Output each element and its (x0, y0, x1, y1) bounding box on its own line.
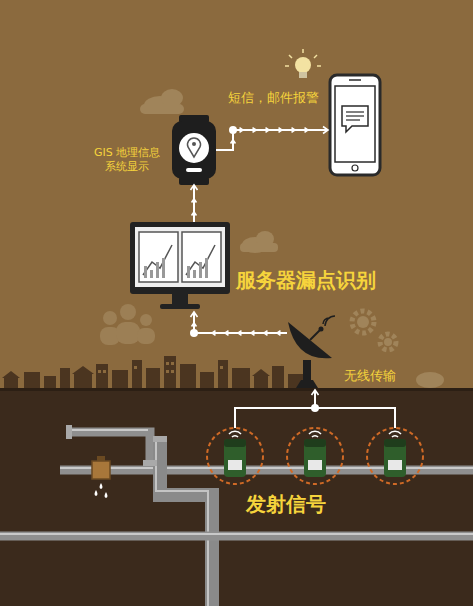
signal-connector (191, 312, 288, 335)
node-label: 发射信号 (246, 492, 396, 517)
node-label: GIS 地理信息 系统显示 (90, 146, 164, 174)
signal-connector (216, 127, 328, 151)
sensor-group: 发射信号 (205, 428, 425, 484)
signal-connector (191, 185, 198, 222)
signal-connector (312, 390, 319, 408)
satellite-dish: 无线传输 (287, 318, 333, 388)
node-label: 无线传输 (344, 368, 434, 384)
node-label: 短信，邮件报警 (228, 90, 328, 106)
node-label: 服务器漏点识别 (236, 268, 416, 293)
phone-alarm: 短信，邮件报警 (330, 75, 380, 175)
gis-device: GIS 地理信息 系统显示 (172, 121, 216, 179)
server-monitor: 服务器漏点识别 (130, 222, 230, 310)
